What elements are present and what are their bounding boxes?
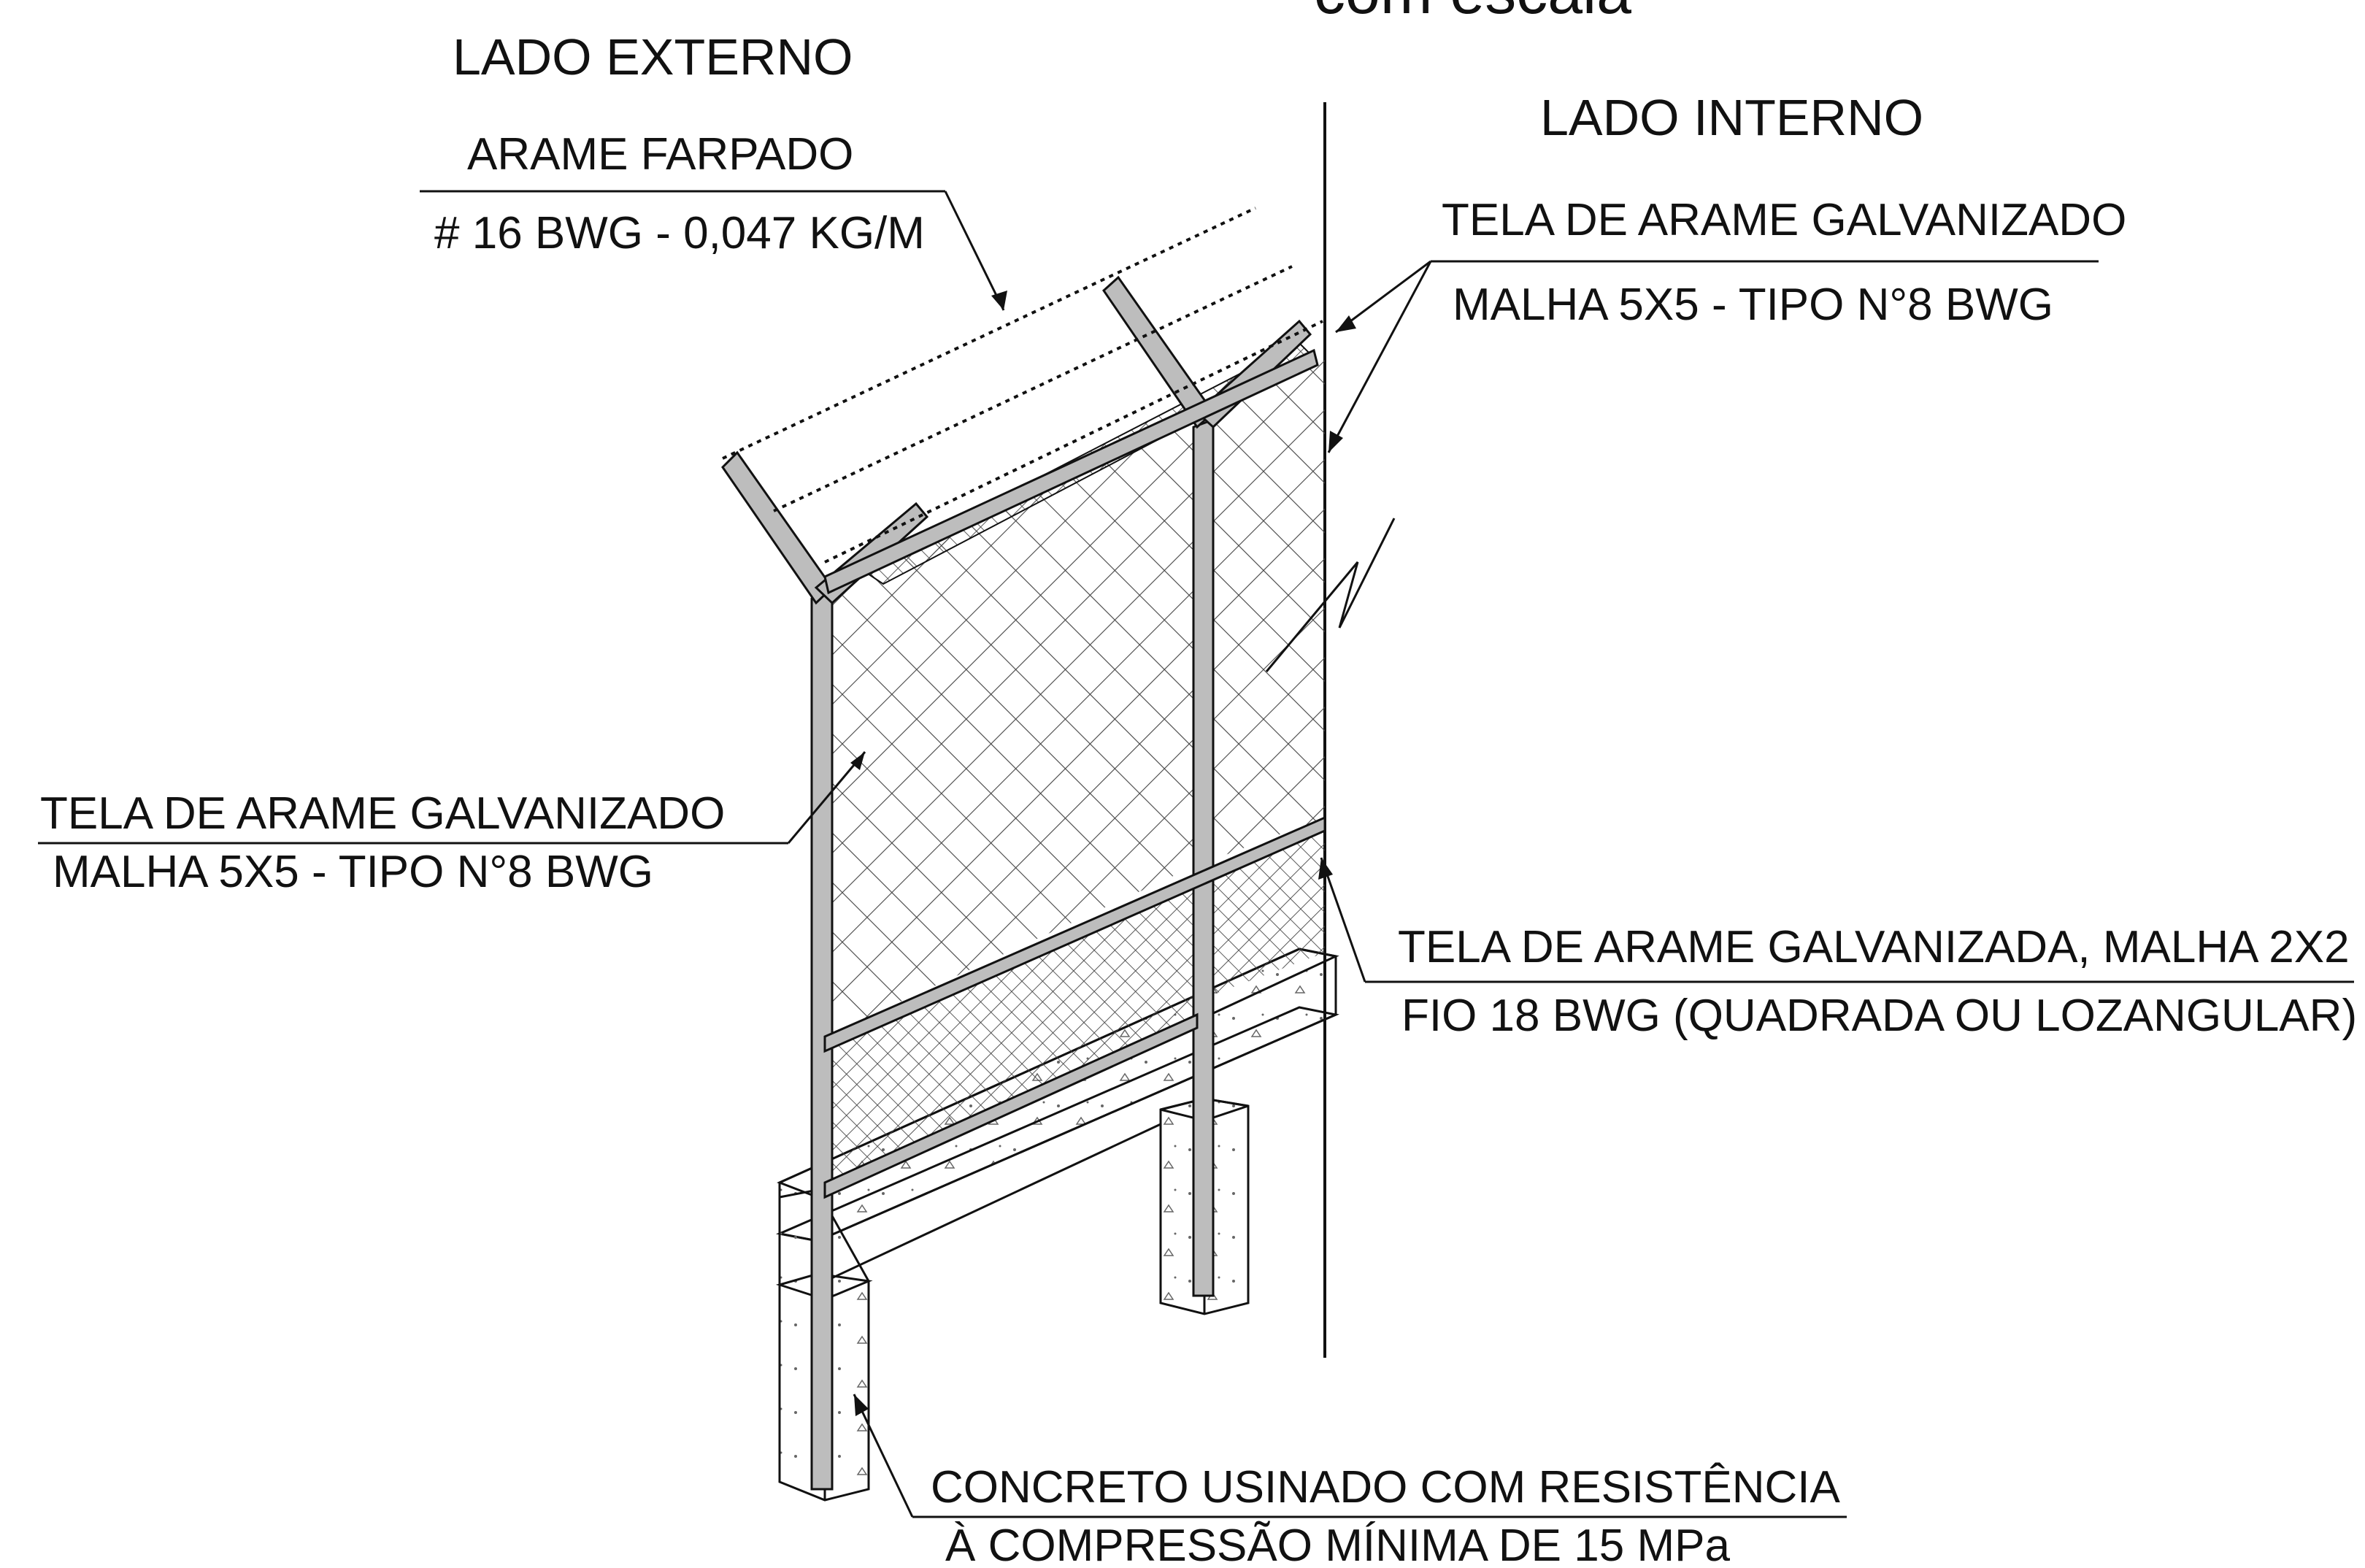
mesh-lower-label-line2: FIO 18 BWG (QUADRADA OU LOZANGULAR) — [1401, 991, 2357, 1041]
callout-mesh-upper-right: TELA DE ARAME GALVANIZADO MALHA 5X5 - TI… — [1327, 195, 2126, 453]
fence-posts — [721, 275, 1326, 1491]
mesh-5x5-right-panel — [1208, 358, 1325, 861]
drawing-title: com escala — [1314, 0, 1631, 27]
mesh-upper-label-line2: MALHA 5X5 - TIPO N°8 BWG — [1453, 280, 2053, 330]
mesh-lower-label-line1: TELA DE ARAME GALVANIZADA, MALHA 2X2 — [1398, 922, 2350, 972]
concrete-label-line1: CONCRETO USINADO COM RESISTÊNCIA — [931, 1462, 1841, 1513]
mesh-5x5-left-panel — [825, 412, 1197, 1037]
mesh-left-label-line2: MALHA 5X5 - TIPO N°8 BWG — [53, 847, 653, 897]
barbed-wire-label-line2: # 16 BWG - 0,047 KG/M — [434, 208, 925, 258]
break-line-symbol — [1265, 518, 1396, 672]
internal-side-label: LADO INTERNO — [1540, 89, 1923, 146]
barbed-wire-label-line1: ARAME FARPADO — [467, 129, 853, 180]
callout-concrete: CONCRETO USINADO COM RESISTÊNCIA À COMPR… — [853, 1394, 1847, 1568]
mesh-2x2-left-panel — [825, 880, 1197, 1183]
concrete-label-line2: À COMPRESSÃO MÍNIMA DE 15 MPa — [945, 1521, 1730, 1568]
callout-mesh-left: TELA DE ARAME GALVANIZADO MALHA 5X5 - TI… — [38, 751, 866, 897]
barbed-wires — [722, 207, 1323, 564]
mesh-left-label-line1: TELA DE ARAME GALVANIZADO — [40, 788, 725, 839]
callout-barbed-wire: ARAME FARPADO # 16 BWG - 0,047 KG/M — [420, 129, 1007, 311]
mesh-upper-label-line1: TELA DE ARAME GALVANIZADO — [1442, 195, 2126, 245]
callout-mesh-lower: TELA DE ARAME GALVANIZADA, MALHA 2X2 FIO… — [1318, 857, 2357, 1041]
external-side-label: LADO EXTERNO — [453, 28, 853, 85]
